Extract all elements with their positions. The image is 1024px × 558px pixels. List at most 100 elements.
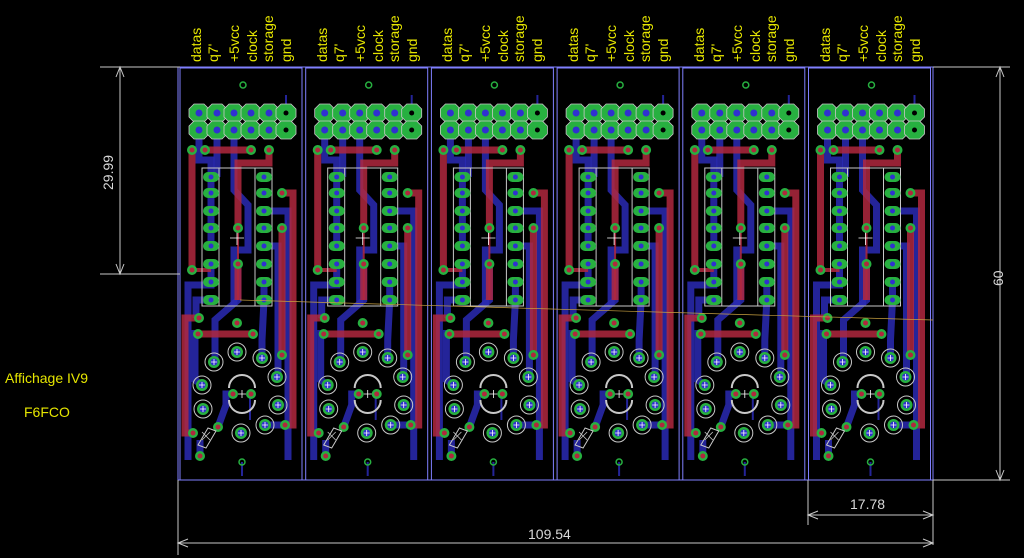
via-drill	[612, 261, 618, 267]
ic-drill	[334, 190, 340, 196]
signal-label: +5vcc	[226, 25, 242, 62]
header-drill	[339, 126, 347, 134]
ic-drill	[638, 208, 644, 214]
tube-pin-outline	[604, 342, 624, 362]
via-drill	[530, 225, 536, 231]
tube-center-outline	[605, 374, 634, 414]
tube-pin-cross	[450, 382, 457, 388]
via-drill	[328, 147, 334, 153]
tube-pin-cross	[525, 374, 532, 380]
via-drill	[189, 147, 195, 153]
via-drill	[692, 267, 698, 273]
via-drill	[279, 225, 285, 231]
tube-pin-outline	[608, 423, 628, 443]
ic-drill	[638, 190, 644, 196]
tube-pin-cross	[363, 430, 370, 436]
fiducial	[364, 81, 373, 89]
via-drill	[818, 267, 823, 273]
dimension-board-height: 60	[990, 270, 1006, 286]
fiducial	[490, 81, 499, 89]
tube-pin-cross	[761, 355, 768, 361]
ic-outline	[578, 167, 650, 307]
small-via	[489, 458, 498, 466]
signal-label: storage	[260, 15, 276, 62]
tube-pin-cross	[740, 430, 747, 436]
diode-outline	[448, 427, 469, 449]
ic-drill	[459, 279, 465, 285]
signal-label: q7'	[205, 43, 221, 62]
signal-label: clock	[369, 30, 386, 62]
header-drill	[321, 126, 329, 134]
ic-drill	[764, 190, 770, 196]
diode-mark	[453, 431, 462, 441]
tube-pin-cross	[485, 349, 492, 355]
via-drill	[579, 147, 585, 153]
tube-pin-outline	[252, 348, 272, 368]
signal-label: storage	[888, 15, 905, 62]
ic-origin-cross	[732, 231, 747, 245]
ic-outline-inner	[344, 168, 382, 306]
tube-pin-outline	[231, 423, 251, 443]
fiducial	[616, 81, 624, 89]
tube-center-cross	[363, 390, 372, 398]
ic-outline-inner	[847, 168, 884, 306]
tube-pin-outline	[478, 342, 498, 362]
header-drill	[912, 127, 917, 133]
via-drill	[466, 424, 472, 430]
ic-drill	[459, 243, 465, 249]
dimension-arrows	[176, 538, 935, 548]
via-drill	[611, 320, 617, 326]
tube-pin-cross	[866, 430, 873, 436]
trace-bottom	[859, 113, 880, 305]
via-drill	[826, 453, 831, 459]
trace-bottom	[466, 390, 485, 429]
ic-outline	[327, 167, 399, 307]
tube-pin-outline	[318, 375, 338, 395]
tube-pin-cross	[639, 422, 646, 428]
via-drill	[700, 453, 706, 459]
ic-drill	[512, 297, 518, 303]
ic-drill	[711, 208, 717, 214]
via-drill	[322, 315, 328, 321]
via-drill	[566, 147, 572, 153]
dimension-line-board-width	[177, 480, 933, 555]
diode-mark	[578, 431, 588, 441]
via-drill	[530, 190, 536, 196]
header-drill	[698, 126, 706, 134]
tube-pin-outline	[755, 348, 775, 368]
header-drill	[624, 109, 632, 117]
tube-pin-cross	[462, 359, 469, 365]
via-drill	[248, 391, 254, 397]
via-drill	[215, 424, 221, 430]
via-drill	[863, 320, 868, 326]
ic-drill	[890, 297, 895, 303]
ic-drill	[334, 279, 340, 285]
via-drill	[499, 147, 505, 153]
header-drill	[283, 110, 289, 116]
ic-outline	[704, 167, 776, 307]
via-drill	[282, 422, 288, 428]
header-drill	[498, 126, 506, 134]
tube-pin-outline	[581, 352, 601, 372]
tube-pin-cross	[510, 355, 517, 361]
ic-drill	[459, 208, 465, 214]
via-drill	[405, 352, 411, 358]
via-drill	[699, 315, 705, 321]
tube-pin-outline	[771, 395, 791, 415]
tube-pin-cross	[636, 355, 643, 361]
ic-drill	[208, 297, 214, 303]
tube-pin-outline	[455, 352, 475, 372]
ic-drill	[585, 225, 591, 231]
via-drill	[447, 315, 453, 321]
ic-drill	[890, 261, 895, 267]
header-drill	[213, 109, 221, 117]
ic-drill	[208, 190, 214, 196]
ic-drill	[585, 297, 591, 303]
header-drill	[716, 109, 724, 117]
signal-label: datas	[313, 27, 330, 62]
ic-drill	[837, 208, 842, 214]
header-drill	[373, 126, 381, 134]
signal-label: gnd	[529, 38, 546, 62]
header-drill	[842, 109, 849, 117]
tube-pin-cross	[199, 382, 205, 388]
